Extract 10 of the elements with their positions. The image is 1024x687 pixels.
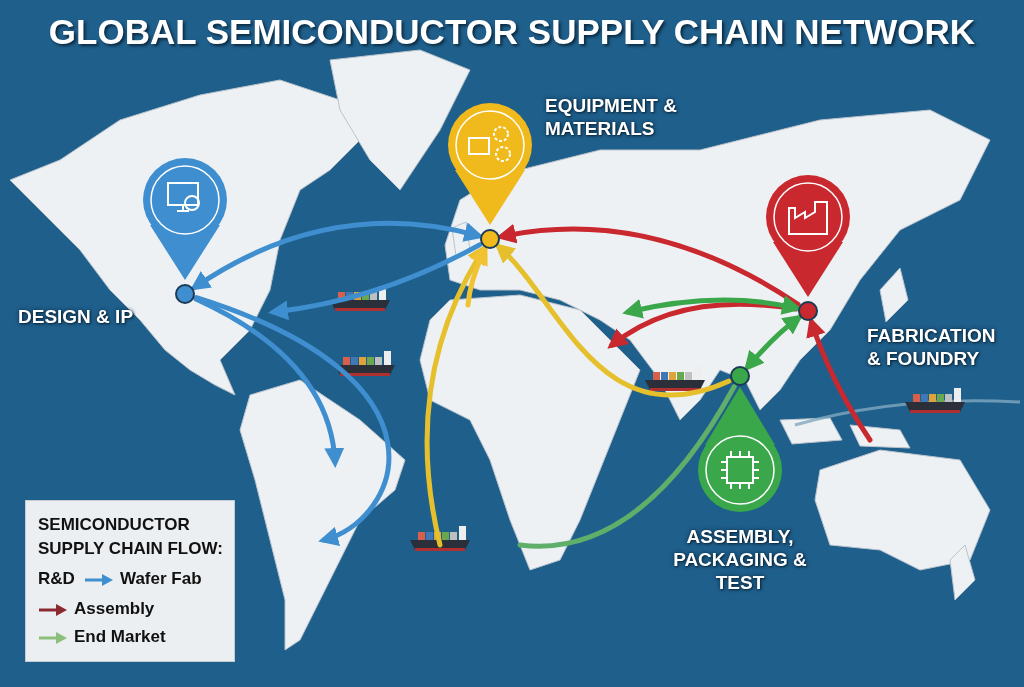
region-label: EQUIPMENT & MATERIALS — [545, 94, 678, 140]
legend-text: R&D — [38, 569, 75, 589]
legend-text: End Market — [74, 627, 166, 647]
legend-text: Wafer Fab — [120, 569, 202, 589]
region-label: ASSEMBLY, PACKAGING & TEST — [672, 525, 808, 594]
legend-text: Assembly — [74, 599, 155, 619]
region-label: DESIGN & IP — [18, 305, 135, 328]
title: GLOBAL SEMICONDUCTOR SUPPLY CHAIN NETWORK — [47, 12, 977, 52]
region-label: FABRICATION & FOUNDRY — [867, 324, 997, 370]
legend-title: SEMICONDUCTOR SUPPLY CHAIN FLOW: — [38, 514, 224, 560]
